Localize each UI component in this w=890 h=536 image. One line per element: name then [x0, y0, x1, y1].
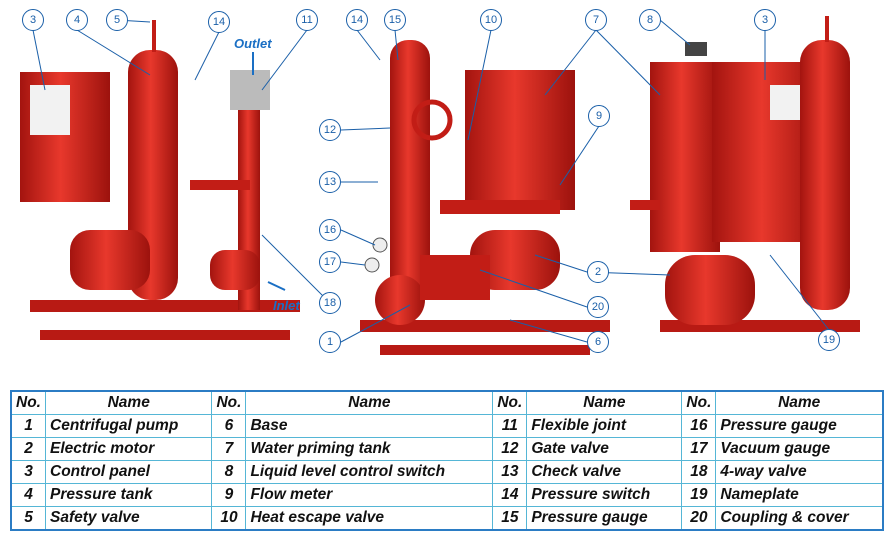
callout-7: 7	[585, 9, 607, 31]
part-number: 14	[492, 483, 528, 507]
callout-6: 6	[587, 331, 609, 353]
callout-8: 8	[639, 9, 661, 31]
part-number: 18	[681, 460, 717, 484]
callout-17: 17	[319, 251, 341, 273]
part-name: Base	[245, 414, 494, 438]
col-header-no: No.	[211, 390, 247, 415]
callout-2: 2	[587, 261, 609, 283]
callout-20: 20	[587, 296, 609, 318]
col-header-name: Name	[245, 390, 494, 415]
callout-11: 11	[296, 9, 318, 31]
outlet-label: Outlet	[234, 36, 272, 51]
part-name: Control panel	[44, 460, 213, 484]
part-number: 16	[681, 414, 717, 438]
callout-9: 9	[588, 105, 610, 127]
part-name: Heat escape valve	[245, 506, 494, 531]
part-name: Coupling & cover	[715, 506, 884, 531]
callout-13: 13	[319, 171, 341, 193]
part-number: 2	[10, 437, 46, 461]
part-name: Safety valve	[44, 506, 213, 531]
part-name: Gate valve	[526, 437, 683, 461]
part-number: 8	[211, 460, 247, 484]
callout-3: 3	[22, 9, 44, 31]
part-name: Flexible joint	[526, 414, 683, 438]
col-header-no: No.	[492, 390, 528, 415]
callout-1: 1	[319, 331, 341, 353]
part-name: Liquid level control switch	[245, 460, 494, 484]
part-name: 4-way valve	[715, 460, 884, 484]
water-priming-tank	[465, 70, 575, 210]
part-number: 1	[10, 414, 46, 438]
callout-10: 10	[480, 9, 502, 31]
table-header-row: No. Name No. Name No. Name No. Name	[10, 390, 884, 415]
part-number: 11	[492, 414, 528, 438]
part-name: Electric motor	[44, 437, 213, 461]
part-number: 6	[211, 414, 247, 438]
pump-illustrations	[20, 16, 860, 355]
callout-5: 5	[106, 9, 128, 31]
part-number: 20	[681, 506, 717, 531]
part-name: Nameplate	[715, 483, 884, 507]
part-name: Pressure gauge	[715, 414, 884, 438]
col-header-no: No.	[681, 390, 717, 415]
inlet-label: Inlet	[273, 298, 300, 313]
part-number: 19	[681, 483, 717, 507]
part-name: Check valve	[526, 460, 683, 484]
callout-12: 12	[319, 119, 341, 141]
part-number: 7	[211, 437, 247, 461]
callout-19: 19	[818, 329, 840, 351]
col-header-name: Name	[44, 390, 213, 415]
part-name: Pressure tank	[44, 483, 213, 507]
electric-motor	[470, 230, 560, 290]
part-number: 9	[211, 483, 247, 507]
part-number: 3	[10, 460, 46, 484]
left-view-unit	[20, 20, 300, 340]
part-number: 4	[10, 483, 46, 507]
callout-16: 16	[319, 219, 341, 241]
col-header-name: Name	[526, 390, 683, 415]
callout-15: 15	[384, 9, 406, 31]
part-number: 5	[10, 506, 46, 531]
part-number: 17	[681, 437, 717, 461]
part-number: 12	[492, 437, 528, 461]
part-number: 15	[492, 506, 528, 531]
part-number: 10	[211, 506, 247, 531]
callout-14: 14	[346, 9, 368, 31]
right-view-unit	[630, 16, 860, 332]
part-name: Pressure switch	[526, 483, 683, 507]
part-name: Pressure gauge	[526, 506, 683, 531]
callout-18: 18	[319, 292, 341, 314]
middle-view-unit	[360, 40, 610, 355]
col-header-no: No.	[10, 390, 46, 415]
part-name: Centrifugal pump	[44, 414, 213, 438]
callout-14: 14	[208, 11, 230, 33]
callout-4: 4	[66, 9, 88, 31]
callout-3: 3	[754, 9, 776, 31]
col-header-name: Name	[715, 390, 884, 415]
part-name: Water priming tank	[245, 437, 494, 461]
part-name: Vacuum gauge	[715, 437, 884, 461]
part-number: 13	[492, 460, 528, 484]
part-name: Flow meter	[245, 483, 494, 507]
